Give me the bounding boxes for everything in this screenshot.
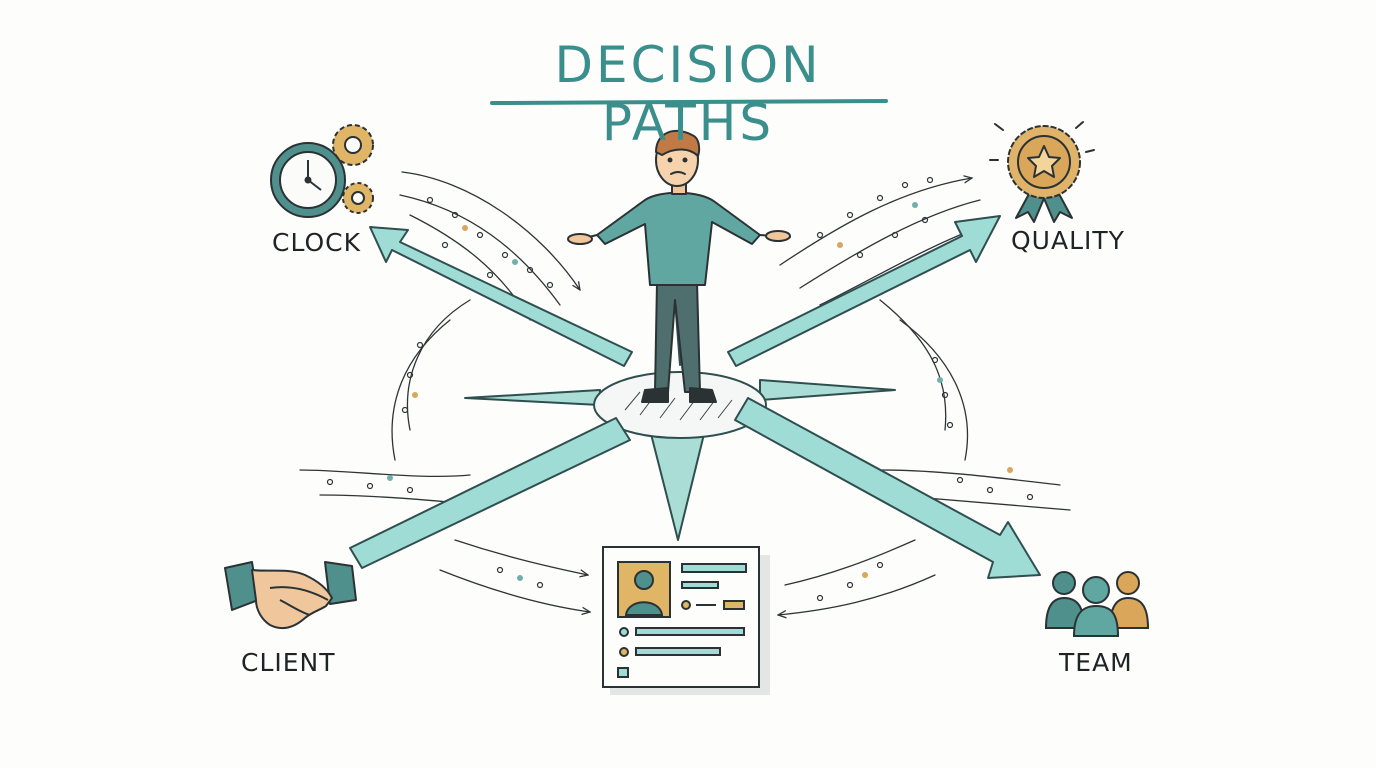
diagram-title: DECISION PATHS <box>554 36 822 152</box>
main-arrows <box>349 215 1041 579</box>
node-label-clock: CLOCK <box>272 228 362 257</box>
flow-dots <box>326 176 1034 602</box>
team-people-icon <box>1044 571 1150 637</box>
arrow-to-clock <box>369 226 633 367</box>
profile-card-icon <box>602 546 770 695</box>
clock-gears-icon <box>270 124 374 218</box>
person-shrugging-icon <box>567 130 791 403</box>
arrow-to-client <box>349 417 631 569</box>
compass-rose-icon <box>464 299 896 541</box>
arrow-to-team <box>734 397 1041 579</box>
award-ribbon-icon <box>989 121 1095 223</box>
node-label-team: TEAM <box>1059 648 1133 677</box>
node-label-quality: QUALITY <box>1011 226 1125 255</box>
arrow-to-quality <box>727 215 1001 367</box>
flow-lines <box>299 171 1071 615</box>
handshake-icon <box>224 561 357 629</box>
node-label-client: CLIENT <box>241 648 336 677</box>
flow-dots-color <box>387 202 1013 581</box>
